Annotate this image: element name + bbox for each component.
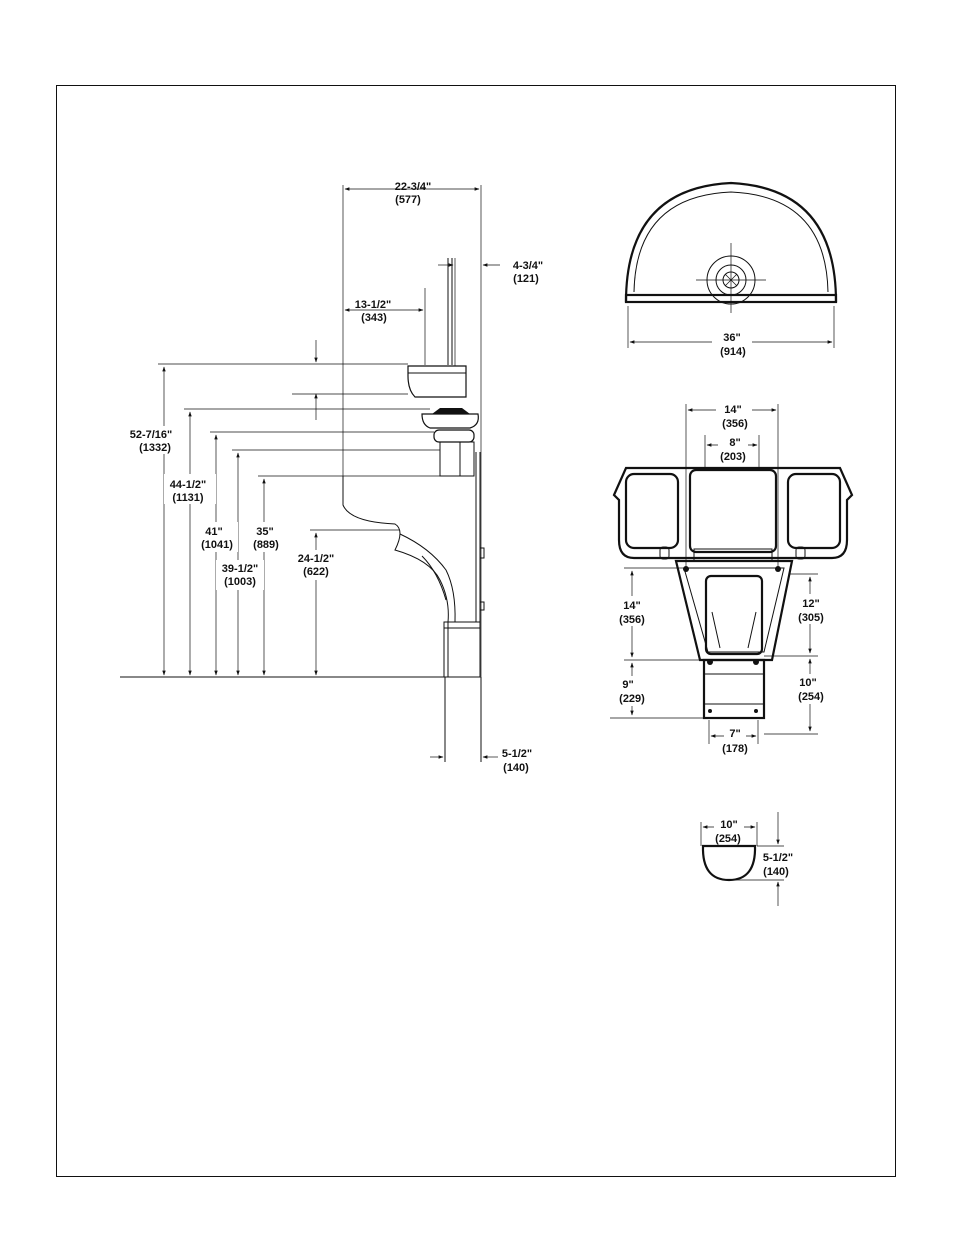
pedestal-profile	[343, 476, 448, 677]
side-view: 22-3/4" (577) 4-3/4" (121) 13-1/2" (343)	[120, 181, 543, 774]
dim-base-depth-in: 5-1/2"	[502, 748, 532, 760]
dim-lower-left-mm: (229)	[619, 693, 645, 705]
dim-base-section-width-in: 10"	[720, 819, 737, 831]
dim-height-bowl-bottom-in: 41"	[205, 526, 222, 538]
dim-spout-in: 4-3/4"	[513, 260, 543, 272]
bolt-icon	[775, 566, 781, 572]
dim-lower-right-mm: (254)	[798, 691, 824, 703]
bolt-icon	[707, 659, 713, 665]
dim-top-width-in: 36"	[723, 332, 740, 344]
dim-height-drain-in: 39-1/2"	[222, 563, 258, 575]
dim-base-section-depth-mm: (140)	[763, 866, 789, 878]
dim-lower-left-in: 9"	[622, 679, 633, 691]
base-section-shape	[703, 846, 755, 880]
dim-outer-span-in: 14"	[724, 404, 741, 416]
bolt-icon	[753, 659, 759, 665]
bowl-shape	[408, 366, 466, 397]
dim-bowl-offset-in: 13-1/2"	[355, 299, 391, 311]
dim-inner-span-in: 8"	[729, 437, 740, 449]
base-section: 10" (254) 5-1/2" (140)	[701, 812, 796, 906]
support-frame-inner	[684, 568, 784, 652]
pedestal-contour	[422, 556, 446, 600]
dim-height-rim-in: 44-1/2"	[170, 479, 206, 491]
rear-panel-left	[626, 474, 678, 548]
bolt-icon	[683, 566, 689, 572]
dim-height-cabinet-mm: (889)	[253, 539, 279, 551]
dim-height-cabinet-in: 35"	[256, 526, 273, 538]
bolt-icon	[754, 709, 758, 713]
rear-view: 14" (356) 8" (203)	[610, 400, 852, 755]
dim-height-rim-mm: (1131)	[172, 492, 204, 504]
dim-left-height-in: 14"	[623, 600, 640, 612]
rear-panel-right	[788, 474, 840, 548]
dim-top-width-mm: (914)	[720, 346, 746, 358]
dim-height-overall-mm: (1332)	[139, 442, 171, 454]
dim-width-top-in: 22-3/4"	[395, 181, 431, 193]
panel-bottom-bar	[694, 549, 772, 561]
dim-lower-right-in: 10"	[799, 677, 816, 689]
dim-height-knee-mm: (622)	[303, 566, 329, 578]
base-block	[444, 622, 480, 677]
dim-base-section-depth-in: 5-1/2"	[763, 852, 793, 864]
rear-panel-outline	[614, 468, 852, 558]
wall-bracket	[480, 548, 484, 558]
wall-bracket	[480, 602, 484, 610]
dim-height-bowl-bottom-mm: (1041)	[201, 539, 233, 551]
dim-right-height-mm: (305)	[798, 612, 824, 624]
dim-inner-span-mm: (203)	[720, 451, 746, 463]
dim-base-depth-mm: (140)	[503, 762, 529, 774]
dim-base-width-in: 7"	[729, 728, 740, 740]
dim-height-drain-mm: (1003)	[224, 576, 256, 588]
drain-pipe	[440, 442, 474, 476]
dim-base-section-width-mm: (254)	[715, 833, 741, 845]
pedestal-profile-inner	[400, 534, 455, 622]
dim-height-knee-in: 24-1/2"	[298, 553, 334, 565]
dim-width-top-mm: (577)	[395, 194, 421, 206]
dim-spout-mm: (121)	[513, 273, 539, 285]
dim-outer-span-mm: (356)	[722, 418, 748, 430]
top-view: 36" (914)	[626, 183, 836, 358]
spray-nozzle	[432, 408, 470, 414]
dim-bowl-offset-mm: (343)	[361, 312, 387, 324]
rear-panel-center	[690, 470, 776, 552]
dim-height-overall-in: 52-7/16"	[130, 429, 173, 441]
bolt-icon	[708, 709, 712, 713]
dim-right-height-in: 12"	[802, 598, 819, 610]
column-insert	[706, 576, 762, 654]
drain-collar	[434, 430, 474, 442]
dim-base-width-mm: (178)	[722, 743, 748, 755]
spray-head	[422, 414, 478, 428]
dim-left-height-mm: (356)	[619, 614, 645, 626]
column-ribs	[712, 612, 756, 648]
